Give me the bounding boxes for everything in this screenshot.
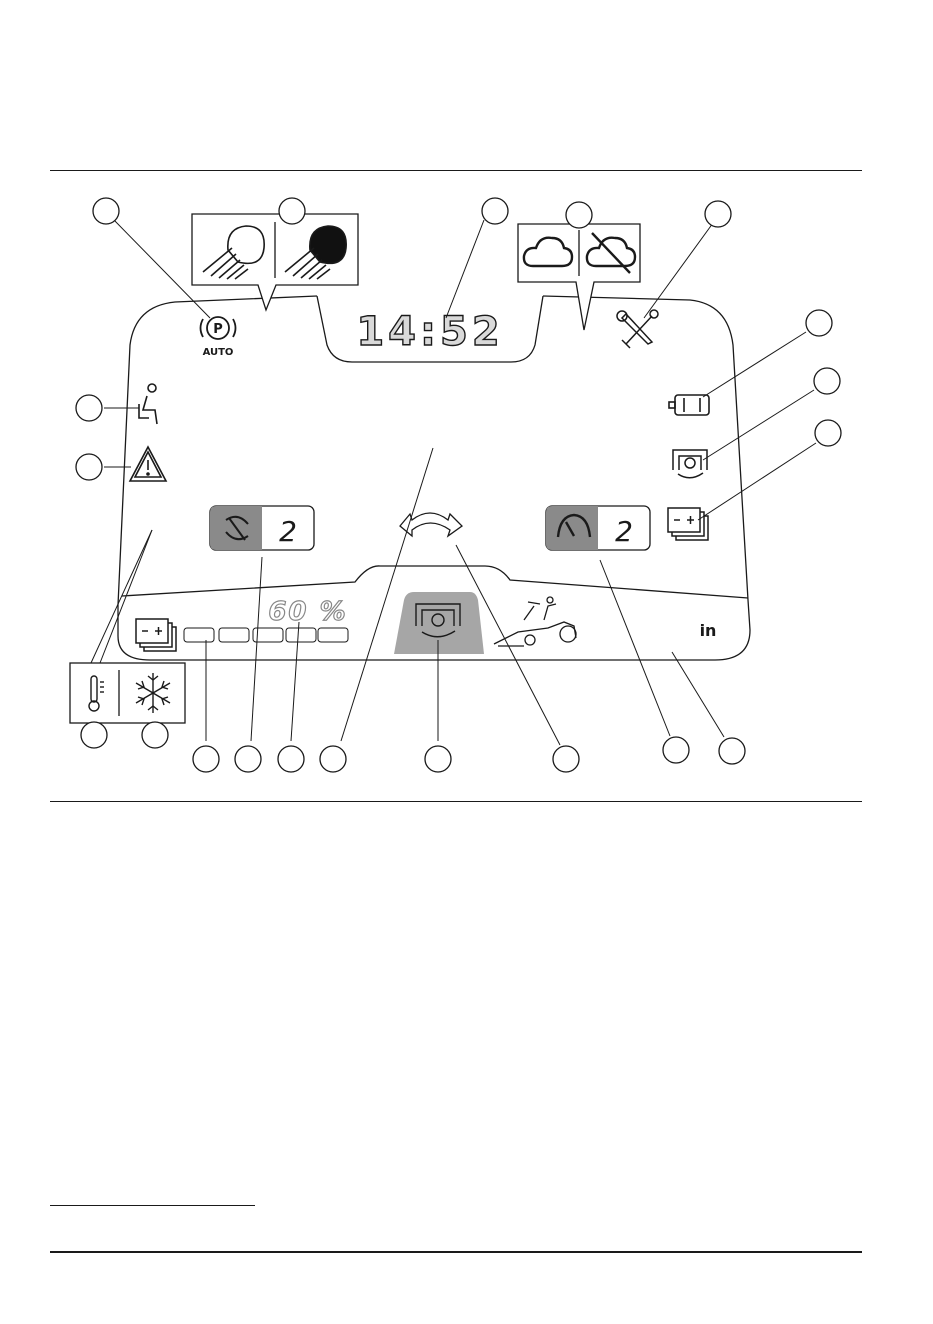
operator-seat-icon xyxy=(139,384,157,424)
clock: 14:52 xyxy=(356,309,503,355)
mower-icon xyxy=(494,597,576,646)
clock-text: 14:52 xyxy=(356,309,503,355)
battery-percent: 60 % xyxy=(268,597,347,627)
warning-triangle-icon xyxy=(130,447,166,481)
unit-label: in xyxy=(700,621,717,640)
callout-circles xyxy=(76,198,841,772)
battery-level-bar xyxy=(184,628,348,642)
service-tools-icon xyxy=(617,310,658,348)
pto-icon xyxy=(673,450,707,478)
battery-icon-left xyxy=(136,619,176,651)
svg-text:P: P xyxy=(213,322,223,337)
temperature-callout xyxy=(70,663,185,723)
parking-brake-auto-icon: P AUTO xyxy=(201,317,236,358)
battery-icon-right xyxy=(668,508,708,540)
pto-highlight-box xyxy=(394,592,484,654)
speed-mode-box: 2 xyxy=(546,506,650,550)
rpm-mode-value: 2 xyxy=(279,515,297,548)
parking-brake-label: AUTO xyxy=(203,347,234,358)
rpm-mode-box: 2 xyxy=(210,506,314,550)
cutting-unit-icon xyxy=(669,395,709,415)
speed-mode-value: 2 xyxy=(615,515,633,548)
leader-lines xyxy=(91,219,816,745)
